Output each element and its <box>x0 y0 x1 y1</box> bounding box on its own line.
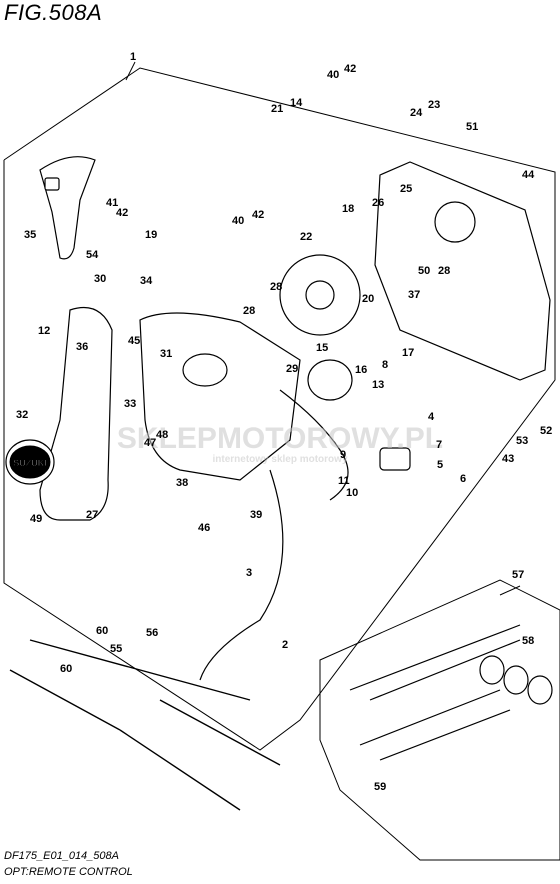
callout-label: 32 <box>16 409 28 421</box>
wiring-harness <box>199 389 349 681</box>
callout-label: 58 <box>522 635 534 647</box>
callout-label: 28 <box>243 305 255 317</box>
callout-label: 28 <box>438 265 450 277</box>
callout-label: 8 <box>382 359 388 371</box>
callout-label: 47 <box>144 437 156 449</box>
callout-label: 19 <box>145 229 157 241</box>
callout-label: 22 <box>300 231 312 243</box>
callout-label: 1 <box>130 51 136 63</box>
side-cover <box>374 161 551 381</box>
callout-label: 49 <box>30 513 42 525</box>
callout-label: 29 <box>286 363 298 375</box>
callout-label: 25 <box>400 183 412 195</box>
callout-label: 41 <box>106 197 118 209</box>
kit-parts <box>349 624 553 761</box>
callout-label: 42 <box>344 63 356 75</box>
suzuki-cap: SUZUKI <box>9 445 51 479</box>
handle-grip <box>39 156 96 260</box>
callout-label: 18 <box>342 203 354 215</box>
callout-label: 30 <box>94 273 106 285</box>
callout-label: 50 <box>418 265 430 277</box>
callout-label: 6 <box>460 473 466 485</box>
callout-label: 44 <box>522 169 535 181</box>
callout-label: 27 <box>86 509 98 521</box>
callout-label: 13 <box>372 379 384 391</box>
callout-label: 48 <box>156 429 168 441</box>
callout-label: 28 <box>270 281 282 293</box>
gear-plate <box>279 254 361 336</box>
assembly-frame <box>3 67 556 751</box>
callout-label: 60 <box>96 625 108 637</box>
callout-label: 40 <box>232 215 244 227</box>
callout-label: 34 <box>140 275 153 287</box>
callout-label: 57 <box>512 569 524 581</box>
callout-label: 36 <box>76 341 88 353</box>
svg-text:SUZUKI: SUZUKI <box>13 458 47 468</box>
control-cable <box>9 639 281 811</box>
callout-label: 40 <box>327 69 339 81</box>
callout-label: 17 <box>402 347 414 359</box>
callout-label: 37 <box>408 289 420 301</box>
figure-title: FIG.508A <box>4 0 103 25</box>
callout-label: 55 <box>110 643 122 655</box>
diagram-caption: OPT:REMOTE CONTROL <box>4 866 133 878</box>
watermark-brand: SKLEPMOTOROWY.PL <box>117 422 443 455</box>
callout-label: 45 <box>128 335 140 347</box>
callout-label: 46 <box>198 522 210 534</box>
watermark-tagline: internetowy sklep motorowy <box>212 454 347 465</box>
callout-label: 23 <box>428 99 440 111</box>
callout-label: 38 <box>176 477 188 489</box>
main-housing <box>139 312 301 481</box>
callout-label: 20 <box>362 293 374 305</box>
neutral-switch <box>307 359 353 401</box>
callout-label: 5 <box>437 459 443 471</box>
watermark: SKLEPMOTOROWY.PL internetowy sklep motor… <box>117 422 443 465</box>
callout-label: 33 <box>124 398 136 410</box>
callout-label: 16 <box>355 364 367 376</box>
callout-label: 56 <box>146 627 158 639</box>
callout-label: 24 <box>410 107 423 119</box>
callout-label: 4 <box>428 411 435 423</box>
ignition-switch <box>379 447 411 471</box>
callout-label: 10 <box>346 487 358 499</box>
callout-label: 39 <box>250 509 262 521</box>
callout-label: 52 <box>540 425 552 437</box>
callout-label: 51 <box>466 121 478 133</box>
callout-label: 53 <box>516 435 528 447</box>
kit-frame <box>319 579 560 861</box>
callout-label: 12 <box>38 325 50 337</box>
callout-label: 54 <box>86 249 99 261</box>
callout-label: 2 <box>282 639 288 651</box>
callout-label: 26 <box>372 197 384 209</box>
callout-labels: 1 2 3 4 5 6 7 8 9 10 11 12 13 14 15 16 1… <box>16 51 552 793</box>
callout-label: 60 <box>60 663 72 675</box>
callout-label: 7 <box>436 439 442 451</box>
callout-label: 43 <box>502 453 514 465</box>
callout-label: 9 <box>340 449 346 461</box>
callout-label: 21 <box>271 103 283 115</box>
diagram-code: DF175_E01_014_508A <box>4 850 119 862</box>
callout-label: 42 <box>116 207 128 219</box>
callout-label: 59 <box>374 781 386 793</box>
callout-label: 31 <box>160 348 172 360</box>
callout-label: 14 <box>290 97 303 109</box>
callout-label: 15 <box>316 342 328 354</box>
callout-label: 35 <box>24 229 36 241</box>
callout-label: 11 <box>338 475 350 487</box>
callout-label: 3 <box>246 567 252 579</box>
callout-label: 42 <box>252 209 264 221</box>
